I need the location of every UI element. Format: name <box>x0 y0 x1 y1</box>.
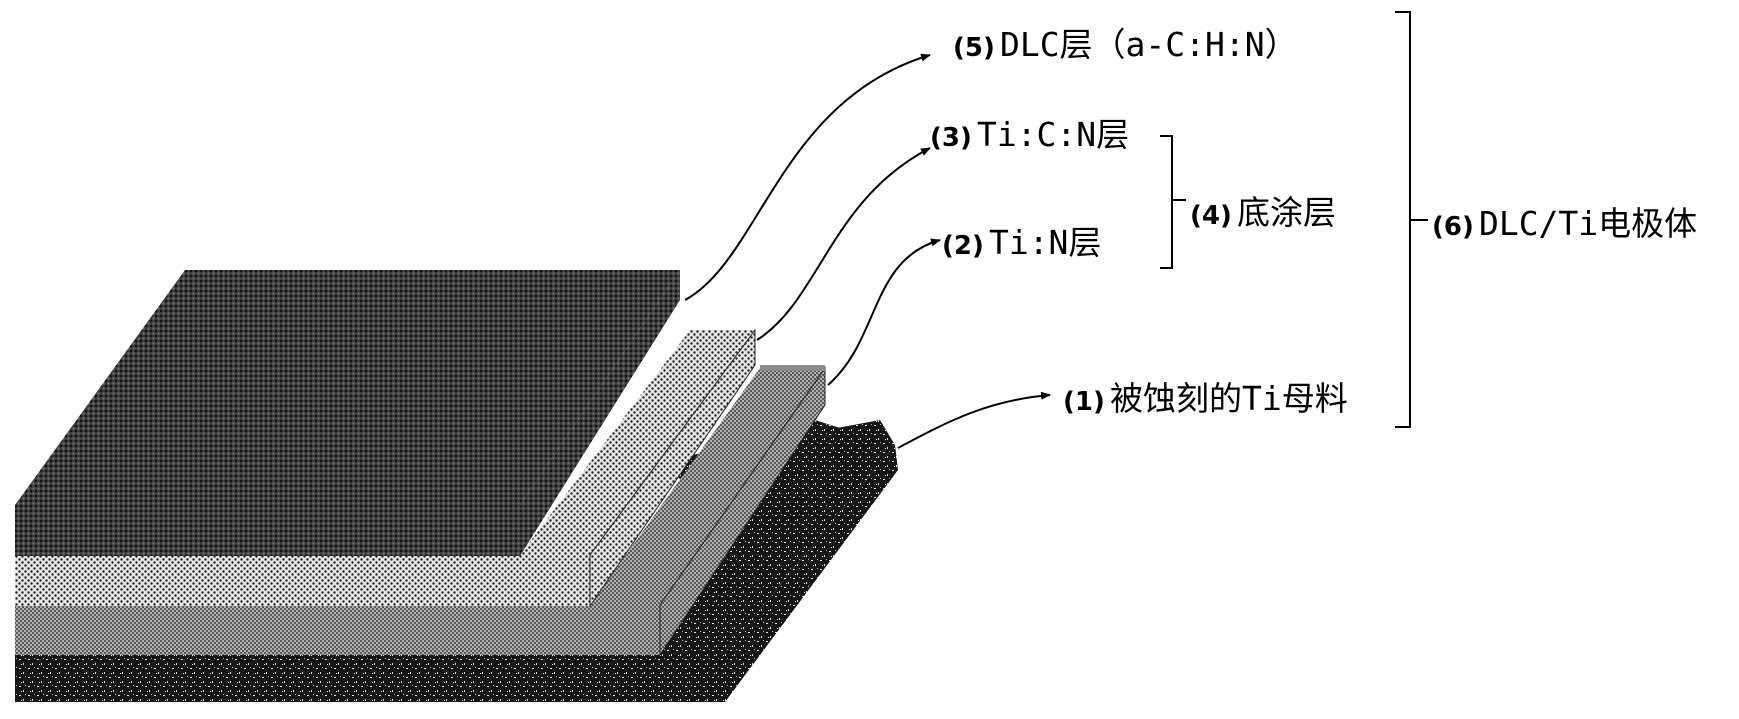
arrow-to-tin <box>827 238 941 386</box>
label-body: (6) DLC/Ti电极体 <box>1432 207 1697 240</box>
label-substrate: (1) 被蚀刻的Ti母料 <box>1063 382 1348 415</box>
label-dlc-text: DLC层（a-C:H:N） <box>999 25 1298 64</box>
leader-arrows <box>684 53 1051 449</box>
label-ticn: (3) Ti:C:N层 <box>930 118 1129 151</box>
label-dlc-num: (5) <box>953 33 995 63</box>
ticn-layer <box>15 328 756 608</box>
label-tin-text: Ti:N层 <box>988 223 1102 262</box>
label-substrate-num: (1) <box>1063 387 1105 417</box>
undercoat-bracket <box>1160 135 1186 269</box>
label-undercoat: (4) 底涂层 <box>1190 196 1336 229</box>
label-body-text: DLC/Ti电极体 <box>1478 204 1698 243</box>
arrow-to-dlc <box>684 53 931 301</box>
label-ticn-text: Ti:C:N层 <box>976 115 1130 154</box>
label-undercoat-num: (4) <box>1190 201 1232 231</box>
brackets <box>1160 11 1428 428</box>
label-body-num: (6) <box>1432 212 1474 242</box>
label-dlc: (5) DLC层（a-C:H:N） <box>953 28 1298 61</box>
label-ticn-num: (3) <box>930 123 972 153</box>
label-tin-num: (2) <box>942 231 984 261</box>
label-tin: (2) Ti:N层 <box>942 226 1101 259</box>
arrow-to-ticn <box>756 147 931 341</box>
dlc-layer <box>15 270 680 556</box>
label-substrate-text: 被蚀刻的Ti母料 <box>1109 379 1348 418</box>
label-undercoat-text: 底涂层 <box>1236 193 1336 232</box>
tin-layer <box>15 365 826 657</box>
body-bracket <box>1395 11 1428 428</box>
arrow-to-substrate <box>897 391 1051 449</box>
